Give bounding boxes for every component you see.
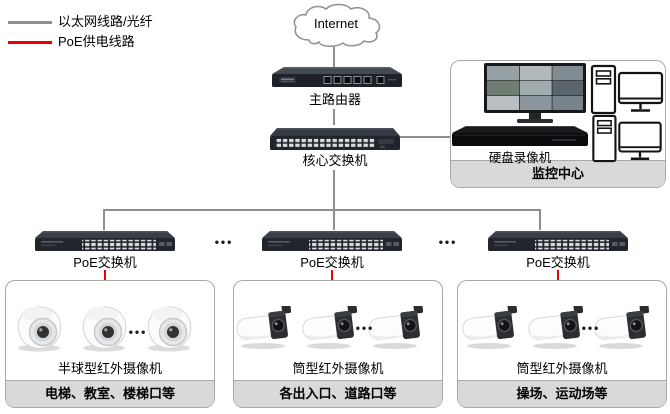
- ellipsis-switch-row: •••: [438, 235, 458, 249]
- poe-switch-label: PoE交换机: [300, 255, 364, 270]
- core-switch-device-icon: [270, 124, 400, 154]
- ellipsis-cameras: •••: [581, 321, 601, 335]
- poe-switch-label: PoE交换机: [526, 255, 590, 270]
- link-drop-left: [103, 209, 105, 230]
- camera-location-bar: 各出入口、道路口等: [234, 380, 442, 407]
- poe-switch-device-icon: [35, 228, 175, 254]
- surveillance-monitor-icon: [484, 63, 586, 125]
- core-switch-label: 核心交换机: [302, 153, 368, 168]
- camera-location-bar: 电梯、教室、楼梯口等: [6, 380, 214, 407]
- link-internet-router: [333, 47, 335, 67]
- link-drop-right: [539, 209, 541, 230]
- router-device-icon: [272, 64, 402, 90]
- ethernet-line-swatch: [8, 21, 52, 24]
- bullet-camera-icon: [236, 306, 296, 350]
- poe-switch-device-icon: [488, 228, 628, 254]
- poe-legend-label: PoE供电线路: [58, 34, 135, 49]
- link-coreswitch-nvr: [398, 136, 453, 138]
- dome-camera-icon: [13, 302, 67, 352]
- bullet-camera-icon: [462, 306, 522, 350]
- ellipsis-switch-row: •••: [214, 235, 234, 249]
- ellipsis-cameras: •••: [355, 321, 375, 335]
- camera-type-label: 筒型红外摄像机: [516, 361, 608, 376]
- poe-switch-device-icon: [262, 228, 402, 254]
- poe-line-swatch: [8, 41, 52, 44]
- internet-label: Internet: [313, 16, 359, 31]
- router-label: 主路由器: [308, 92, 361, 107]
- monitoring-center-title: 监控中心: [451, 160, 665, 187]
- ellipsis-cameras: •••: [128, 325, 148, 339]
- camera-location-bar: 操场、运动场等: [458, 380, 666, 407]
- camera-type-label: 半球型红外摄像机: [57, 361, 162, 376]
- desktop-computer-icon: [590, 64, 664, 116]
- desktop-computer-icon: [590, 114, 664, 164]
- link-router-coreswitch: [333, 109, 335, 125]
- link-coreswitch-trunk: [333, 170, 335, 230]
- ethernet-legend-label: 以太网线路/光纤: [58, 14, 153, 29]
- camera-type-label: 筒型红外摄像机: [292, 361, 384, 376]
- nvr-device-icon: [452, 124, 588, 150]
- link-branch-horizontal: [104, 209, 541, 211]
- poe-switch-label: PoE交换机: [73, 255, 137, 270]
- nvr-label: 硬盘录像机: [488, 151, 552, 165]
